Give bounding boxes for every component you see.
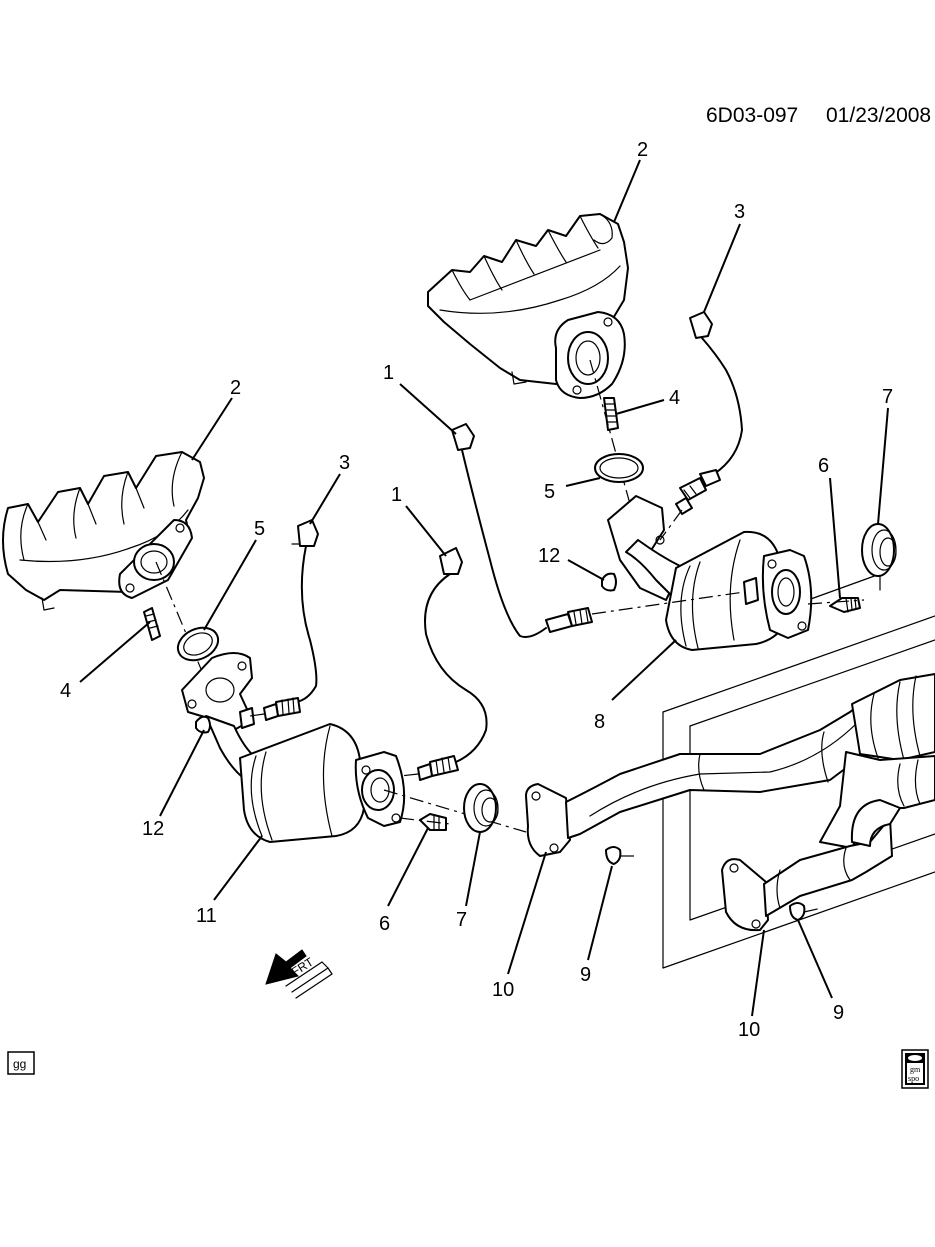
diagram-code: 6D03-097 [706, 104, 798, 127]
catalytic-converter-right [607, 495, 813, 651]
callout-4: 4 [669, 387, 680, 409]
front-arrow-icon: FRT [265, 949, 333, 999]
model-badge: gg [7, 1051, 35, 1075]
seal-ring-left [463, 783, 499, 833]
callout-9: 9 [833, 1002, 844, 1024]
callout-10: 10 [738, 1019, 760, 1041]
callout-7: 7 [882, 386, 893, 408]
oxygen-sensor-right-upstream [659, 311, 743, 541]
exhaust-manifold-left [2, 451, 205, 611]
callout-7: 7 [456, 909, 467, 931]
callout-1: 1 [383, 362, 394, 384]
gasket-right [594, 453, 644, 483]
callout-12: 12 [538, 545, 560, 567]
nut-upper-9 [605, 846, 622, 865]
callout-8: 8 [594, 711, 605, 733]
callout-12: 12 [142, 818, 164, 840]
callout-1: 1 [391, 484, 402, 506]
badge-label: gg [13, 1057, 26, 1071]
callout-6: 6 [379, 913, 390, 935]
stud-right [603, 397, 619, 431]
diagram-date: 01/23/2008 [826, 104, 931, 127]
callout-4: 4 [60, 680, 71, 702]
exhaust-pipe-rear [721, 799, 901, 932]
callout-2: 2 [230, 377, 241, 399]
seal-ring-right [861, 523, 897, 577]
svg-text:gm: gm [910, 1065, 921, 1074]
callout-5: 5 [254, 518, 265, 540]
oxygen-sensor-right-downstream [451, 423, 745, 638]
callout-labels: 1 1 2 2 3 3 4 4 5 5 6 6 7 7 8 9 9 10 10 … [60, 139, 893, 1041]
oxygen-sensor-left-upstream [249, 519, 319, 721]
nut-left [195, 715, 211, 734]
callout-11: 11 [196, 905, 217, 927]
callout-3: 3 [734, 201, 745, 223]
oxygen-sensor-left-downstream [399, 547, 488, 781]
catalytic-converter-left [181, 652, 406, 843]
gasket-left [176, 626, 220, 662]
callout-2: 2 [637, 139, 648, 161]
nut-lower-9 [789, 902, 806, 921]
leader-lines [79, 159, 889, 1017]
svg-text:spo: spo [908, 1074, 919, 1083]
gm-spo-logo: gm spo [901, 1049, 929, 1089]
callout-3: 3 [339, 452, 350, 474]
nut-right [601, 572, 617, 592]
callout-10: 10 [492, 979, 514, 1001]
callout-5: 5 [544, 481, 555, 503]
callout-6: 6 [818, 455, 829, 477]
exhaust-manifold-right [427, 213, 629, 399]
callout-9: 9 [580, 964, 591, 986]
